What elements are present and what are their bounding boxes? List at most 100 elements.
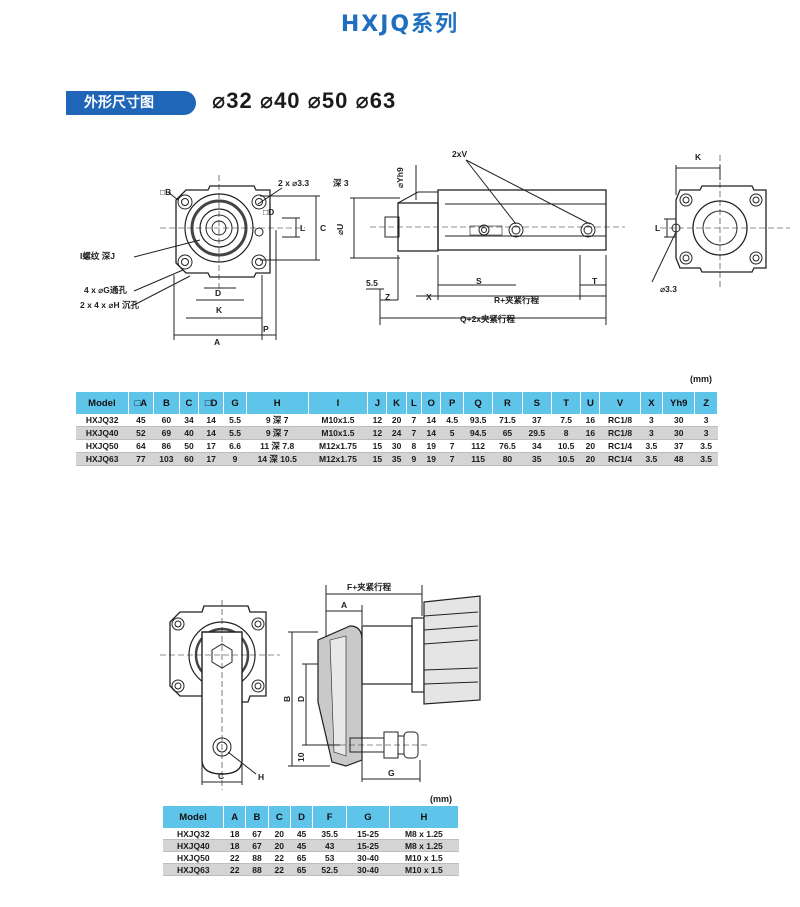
table-cell: 65 [290, 851, 313, 864]
column-header: R [492, 392, 523, 414]
table-cell: 22 [268, 851, 291, 864]
label-5.5: 5.5 [366, 278, 378, 288]
table-cell: 17 [198, 452, 224, 466]
table-cell: 20 [386, 414, 407, 427]
column-header: A [223, 806, 247, 828]
table-cell: 7 [440, 452, 464, 466]
table-cell: 22 [223, 863, 246, 876]
column-header: C [268, 806, 291, 828]
label-G-hole: 4 x ⌀G通孔 [84, 285, 127, 295]
table-cell: 8 [551, 426, 581, 440]
table-cell: 9 深 7 [246, 426, 309, 440]
label-X: X [426, 292, 432, 302]
column-header: G [223, 392, 247, 414]
table-cell: 3.5 [640, 452, 663, 466]
column-header: H [246, 392, 309, 414]
column-header: Z [694, 392, 718, 414]
table-cell: 29.5 [522, 426, 552, 440]
table-cell: 20 [580, 439, 600, 453]
table-cell: 52 [128, 426, 154, 440]
column-header: I [308, 392, 369, 414]
table-cell: 19 [421, 439, 441, 453]
label-sqD: □D [263, 207, 274, 217]
table-cell: 14 深 10.5 [246, 452, 309, 466]
table-cell: 93.5 [463, 414, 493, 427]
table-cell: 71.5 [492, 414, 523, 427]
table-cell: HXJQ63 [163, 863, 224, 876]
table-cell: 14 [198, 414, 224, 427]
bore-sizes: ⌀32 ⌀40 ⌀50 ⌀63 [212, 88, 397, 113]
table-cell: 3 [694, 414, 718, 427]
table-cell: 40 [179, 426, 199, 440]
column-header: P [440, 392, 464, 414]
column-header: □A [128, 392, 154, 414]
label-S: S [476, 276, 482, 286]
section-label: 外形尺寸图 [66, 91, 196, 115]
table-cell: 14 [198, 426, 224, 440]
column-header: F [312, 806, 348, 828]
table-cell: 5.5 [223, 426, 247, 440]
table-cell: 14 [421, 414, 441, 427]
table-cell: 77 [128, 452, 154, 466]
table-cell: 50 [179, 439, 199, 453]
table-cell: 60 [179, 452, 199, 466]
label-2xV: 2xV [452, 149, 467, 159]
label-Yh9: ⌀Yh9 [395, 167, 405, 188]
table-cell: 30 [662, 414, 695, 427]
column-header: U [580, 392, 601, 414]
table-cell: 30 [662, 426, 695, 440]
table-cell: 30 [386, 439, 407, 453]
table-cell: 34 [179, 414, 199, 427]
table-cell: 48 [662, 452, 695, 466]
table-cell: 6.6 [223, 439, 247, 453]
column-header: K [386, 392, 407, 414]
column-header: Yh9 [662, 392, 696, 414]
table-cell: 3.5 [694, 452, 718, 466]
column-header: S [522, 392, 552, 414]
table-cell: M12x1.75 [308, 439, 368, 453]
table-cell: M10x1.5 [308, 414, 368, 427]
table-cell: 94.5 [463, 426, 493, 440]
table-cell: 8 [406, 439, 422, 453]
label-sqB: □B [160, 187, 171, 197]
label-depth3: 深 3 [333, 178, 349, 188]
label-K2: K [695, 152, 702, 162]
table-cell: 22 [268, 863, 291, 876]
table-cell: 12 [367, 426, 387, 440]
table-cell: 37 [662, 439, 695, 453]
table-cell: 3 [694, 426, 718, 440]
table-cell: 80 [492, 452, 523, 466]
column-header: X [640, 392, 664, 414]
table-cell: 20 [268, 828, 291, 840]
column-header: O [421, 392, 442, 414]
table-cell: 10.5 [551, 439, 581, 453]
label-hole-2x33: 2 x ⌀3.3 [278, 178, 309, 188]
table-cell: 45 [290, 839, 313, 852]
table-cell: 103 [153, 452, 180, 466]
column-header: B [245, 806, 269, 828]
label-H2: H [258, 772, 264, 782]
table-cell: 43 [312, 839, 347, 852]
table-cell: 12 [367, 414, 387, 427]
label-I-thread: I螺纹 深J [80, 251, 115, 261]
table-cell: 3.5 [640, 439, 663, 453]
table-cell: M12x1.75 [308, 452, 368, 466]
label-A: A [214, 337, 220, 347]
table-cell: 88 [245, 851, 269, 864]
label-R-stroke: R+夹紧行程 [494, 295, 540, 305]
table-cell: M10 x 1.5 [389, 851, 459, 864]
table-cell: HXJQ32 [163, 828, 224, 840]
table-cell: 16 [580, 426, 600, 440]
table-cell: 7.5 [551, 414, 581, 427]
column-header: B [153, 392, 180, 414]
column-header: G [346, 806, 390, 828]
table-cell: 10.5 [551, 452, 581, 466]
dimension-drawing-top: □B 2 x ⌀3.3 深 3 □D L C I螺纹 深J 4 x ⌀G通孔 2… [80, 149, 790, 347]
column-header: D [290, 806, 314, 828]
column-header: □D [198, 392, 225, 414]
